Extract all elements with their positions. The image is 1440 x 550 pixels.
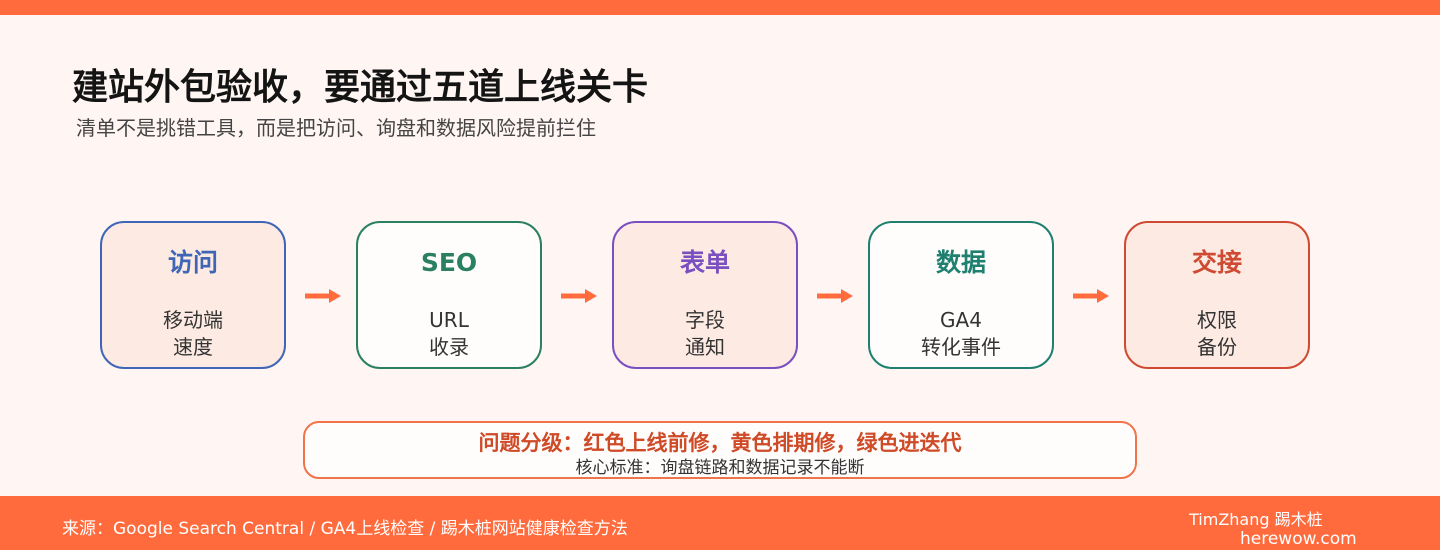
arrow-right-icon: [305, 289, 341, 303]
arrow-right-icon: [1073, 289, 1109, 303]
stage-card-handover: 交接 权限 备份: [1124, 221, 1310, 369]
stage-details: 权限 备份: [1126, 307, 1308, 361]
stage-detail-line: 速度: [173, 335, 213, 359]
stage-card-access: 访问 移动端 速度: [100, 221, 286, 369]
stage-card-data: 数据 GA4 转化事件: [868, 221, 1054, 369]
footer-bar: 来源：Google Search Central / GA4上线检查 / 踢木桩…: [0, 496, 1440, 550]
stage-detail-line: 转化事件: [921, 335, 1001, 359]
stage-card-form: 表单 字段 通知: [612, 221, 798, 369]
stage-detail-line: GA4: [940, 308, 982, 332]
stage-title: 数据: [935, 248, 986, 277]
top-accent-bar: [0, 0, 1440, 15]
stage-detail-line: 收录: [429, 335, 469, 359]
stage-detail-line: 字段: [685, 308, 725, 332]
stage-detail-line: 通知: [685, 335, 725, 359]
stage-title: 表单: [679, 248, 730, 277]
stage-detail-line: 权限: [1197, 308, 1237, 332]
stage-detail-line: URL: [429, 308, 469, 332]
stage-card-seo: SEO URL 收录: [356, 221, 542, 369]
source-note: 来源：Google Search Central / GA4上线检查 / 踢木桩…: [62, 519, 628, 539]
stage-detail-line: 备份: [1197, 335, 1237, 359]
stage-details: 移动端 速度: [102, 307, 284, 361]
stage-details: 字段 通知: [614, 307, 796, 361]
brand-name: TimZhang 踢木桩: [1189, 510, 1323, 529]
arrow-right-icon: [561, 289, 597, 303]
stage-title: 交接: [1191, 248, 1242, 277]
stage-details: GA4 转化事件: [870, 307, 1052, 361]
page-title: 建站外包验收，要通过五道上线关卡: [72, 67, 649, 108]
issue-grading-title: 问题分级：红色上线前修，黄色排期修，绿色进迭代: [478, 431, 962, 455]
issue-grading-subtitle: 核心标准：询盘链路和数据记录不能断: [575, 458, 865, 478]
page-subtitle: 清单不是挑错工具，而是把访问、询盘和数据风险提前拦住: [76, 116, 596, 140]
arrow-right-icon: [817, 289, 853, 303]
stage-title: 访问: [167, 248, 218, 277]
issue-grading-box: 问题分级：红色上线前修，黄色排期修，绿色进迭代 核心标准：询盘链路和数据记录不能…: [303, 421, 1137, 479]
brand-url: herewow.com: [1240, 529, 1357, 549]
stage-title: SEO: [420, 248, 478, 277]
stage-details: URL 收录: [358, 307, 540, 361]
stage-detail-line: 移动端: [163, 308, 223, 332]
